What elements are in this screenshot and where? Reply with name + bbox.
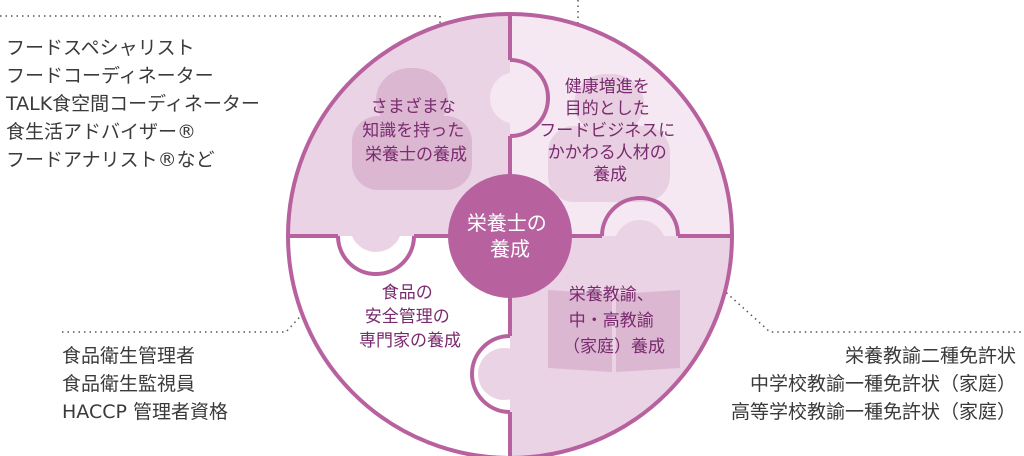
list-item: TALK食空間コーディネーター xyxy=(6,93,260,115)
tab-top-left-down xyxy=(350,200,402,252)
center-label: 栄養士の 養成 xyxy=(467,211,553,261)
person-silhouette-icon xyxy=(352,68,472,190)
list-item: フードアナリスト®など xyxy=(6,149,215,171)
tab-bottom-right-up xyxy=(614,220,666,272)
qualification-list-top-left: フードスペシャリスト フードコーディネーター TALK食空間コーディネーター 食… xyxy=(6,34,260,174)
leader-line-bottom-right xyxy=(709,277,1024,333)
leader-line-top-left xyxy=(0,15,441,46)
tab-bottom-right-left xyxy=(478,348,530,400)
piece-label-top-right: 健康増進を 目的とした フードビジネスに かかわる人材の 養成 xyxy=(539,77,680,185)
list-item: HACCP 管理者資格 xyxy=(62,401,228,423)
piece-label-top-left: さまざまな 知識を持った 栄養士の養成 xyxy=(362,96,469,165)
center-circle xyxy=(448,174,572,298)
piece-label-bottom-right: 栄養教諭、 中・高教諭 （家庭）養成 xyxy=(563,285,665,357)
list-item: 食品衛生監視員 xyxy=(62,373,196,395)
list-item: 食生活アドバイザー® xyxy=(6,121,197,143)
list-item: 食品衛生管理者 xyxy=(62,345,196,367)
leader-line-bottom-left xyxy=(62,283,331,333)
piece-label-bottom-left: 食品の 安全管理の 専門家の養成 xyxy=(359,283,461,351)
list-item: 高等学校教諭一種免許状（家庭） xyxy=(730,401,1016,423)
person-silhouette-icon xyxy=(548,74,670,202)
qualification-list-bottom-left: 食品衛生管理者 食品衛生監視員 HACCP 管理者資格 xyxy=(62,342,228,426)
list-item: フードコーディネーター xyxy=(6,65,214,87)
list-item: 栄養教諭二種免許状 xyxy=(844,345,1016,367)
list-item: フードスペシャリスト xyxy=(6,37,195,59)
qualification-list-bottom-right: 栄養教諭二種免許状 中学校教諭一種免許状（家庭） 高等学校教諭一種免許状（家庭） xyxy=(731,342,1016,426)
outer-circle xyxy=(286,12,734,456)
tab-top-right-left xyxy=(490,72,542,124)
open-book-icon xyxy=(548,290,680,372)
list-item: 中学校教諭一種免許状（家庭） xyxy=(749,373,1016,395)
